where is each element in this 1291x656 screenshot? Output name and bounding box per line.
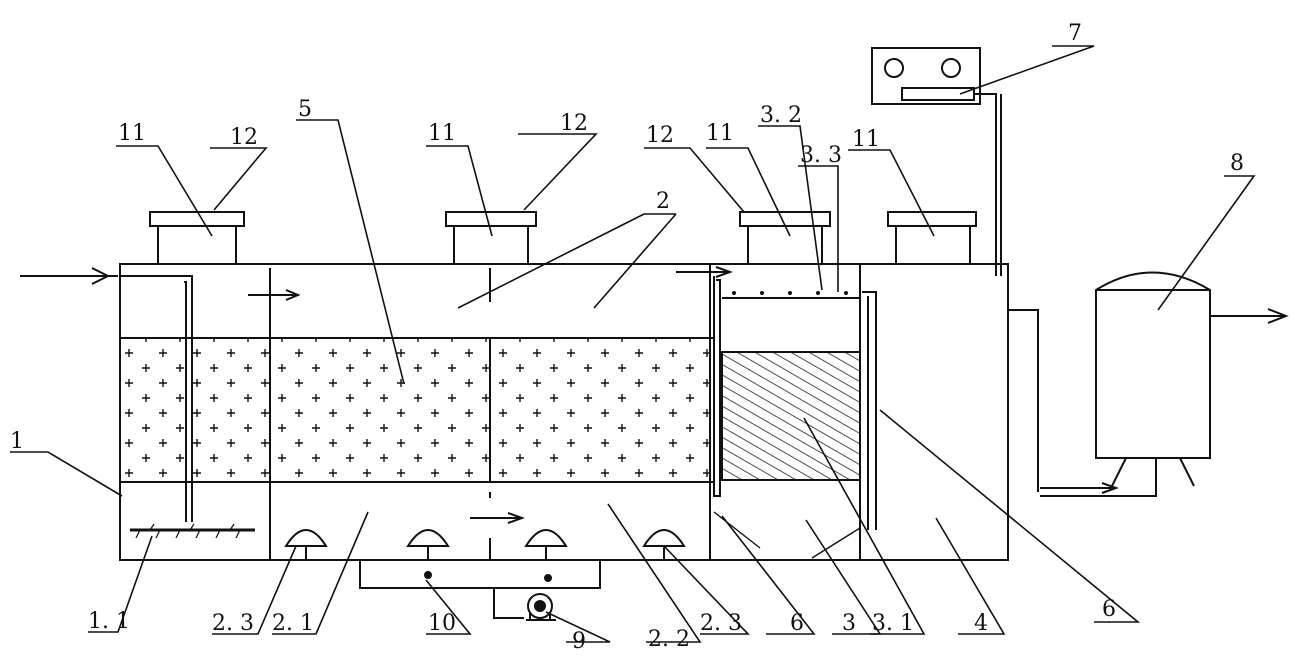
label-9: 9 <box>572 629 586 654</box>
label-11-a: 11 <box>118 121 146 146</box>
label-3-3: 3. 3 <box>800 143 842 168</box>
label-11-c: 11 <box>706 121 734 146</box>
label-2-2: 2. 2 <box>648 627 690 652</box>
label-1-1: 1. 1 <box>88 609 130 634</box>
label-7: 7 <box>1068 21 1082 46</box>
label-2: 2 <box>656 189 670 214</box>
label-2-1: 2. 1 <box>272 611 314 636</box>
label-12-b: 12 <box>560 111 588 136</box>
pump-9 <box>527 593 553 619</box>
label-12-c: 12 <box>646 123 674 148</box>
label-10: 10 <box>428 611 456 636</box>
packing-media-zone <box>120 338 714 482</box>
label-12-a: 12 <box>230 125 258 150</box>
label-2-3-a: 2. 3 <box>212 611 254 636</box>
filter-media-3-1 <box>721 351 861 481</box>
label-8: 8 <box>1230 151 1244 176</box>
label-11-d: 11 <box>852 127 880 152</box>
label-4: 4 <box>974 611 988 636</box>
label-3-2: 3. 2 <box>760 103 802 128</box>
label-2-3-b: 2. 3 <box>700 611 742 636</box>
controller-7 <box>871 47 981 105</box>
label-6-a: 6 <box>790 611 804 636</box>
tank-8 <box>1095 271 1211 459</box>
label-5: 5 <box>298 97 312 122</box>
label-3: 3 <box>842 611 856 636</box>
label-1: 1 <box>10 429 24 454</box>
label-6-b: 6 <box>1102 597 1116 622</box>
label-11-b: 11 <box>428 121 456 146</box>
label-3-1: 3. 1 <box>872 611 914 636</box>
